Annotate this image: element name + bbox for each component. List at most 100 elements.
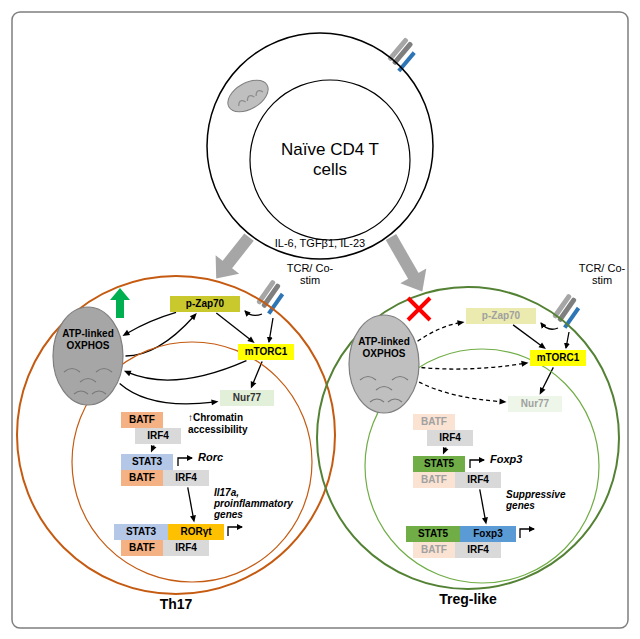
cell-label: Treg-like — [316, 591, 620, 607]
mitochondrion-shape — [52, 306, 124, 406]
protein-box: IRF4 — [427, 430, 473, 446]
signal-connector — [480, 489, 488, 524]
protein-box: BATF — [121, 412, 163, 428]
protein-name: IRF4 — [467, 474, 489, 486]
protein-name: STAT3 — [132, 456, 162, 468]
annotation-text: IL-6, TGFβ1, IL-23 — [275, 237, 366, 249]
protein-name: mTORC1 — [537, 352, 580, 364]
protein-box: STAT5 — [406, 526, 460, 542]
protein-name: BATF — [129, 542, 155, 554]
protein-name: IRF4 — [175, 472, 197, 484]
protein-name: p-Zap70 — [482, 310, 520, 322]
protein-box: mTORC1 — [530, 350, 586, 366]
protein-name: p-Zap70 — [186, 298, 224, 310]
protein-name: mTORC1 — [245, 346, 288, 358]
signal-connector — [124, 361, 247, 380]
protein-box: STAT3 — [114, 524, 168, 540]
annotation-text: TCR/ Co-stim — [578, 262, 626, 286]
protein-box: IRF4 — [455, 542, 501, 558]
protein-box: mTORC1 — [238, 344, 294, 360]
protein-name: Nur77 — [233, 392, 261, 404]
gene-start-arrow — [470, 460, 484, 468]
protein-name: Nur77 — [521, 398, 549, 410]
annotation-text: Suppressive genes — [506, 489, 586, 511]
protein-box: STAT3 — [121, 454, 173, 470]
protein-name: IRF4 — [439, 432, 461, 444]
protein-box: BATF — [413, 542, 455, 558]
gene-start-arrow — [228, 527, 242, 536]
protein-name: BATF — [421, 474, 447, 486]
signal-arrow — [269, 318, 273, 342]
signal-connector — [418, 320, 465, 341]
signal-connector — [443, 447, 449, 455]
protein-box: IRF4 — [455, 472, 501, 488]
figure-frame — [12, 12, 628, 628]
protein-box: BATF — [413, 414, 455, 430]
annotation-text: ↑Chromatin accessibility — [188, 412, 283, 436]
cell-label: Naïve CD4 T cells — [268, 140, 392, 180]
signal-connector — [419, 382, 506, 404]
signal-connector — [421, 361, 528, 369]
signal-connector — [188, 487, 196, 522]
gene-start-arrow — [520, 529, 534, 538]
cell-circle: Naïve CD4 T cells — [206, 32, 434, 260]
annotation-text: Il17a, proinflammatory genes — [214, 487, 298, 520]
protein-box: IRF4 — [163, 470, 209, 486]
protein-box: STAT5 — [413, 456, 465, 472]
protein-name: STAT3 — [126, 526, 156, 538]
mitochondrion: ATP-linked OXPHOS — [348, 314, 420, 414]
protein-name: BATF — [129, 472, 155, 484]
signal-arrow — [541, 323, 558, 329]
cell-label: Th17 — [16, 596, 336, 612]
signal-connector — [513, 325, 546, 349]
gene-start-arrow — [178, 458, 192, 466]
nucleus-outline — [250, 80, 410, 240]
mitochondrion: ATP-linked OXPHOS — [52, 306, 124, 406]
protein-box: Nur77 — [220, 390, 274, 406]
protein-name: IRF4 — [175, 542, 197, 554]
signal-connector — [251, 361, 262, 388]
signal-connector — [216, 313, 254, 343]
mitochondrion-label: ATP-linked OXPHOS — [348, 336, 420, 360]
annotation-text: TCR/ Co-stim — [286, 262, 334, 286]
signal-connector — [123, 312, 177, 336]
signal-connector — [126, 313, 197, 356]
protein-name: IRF4 — [467, 544, 489, 556]
annotation-text: Rorc — [198, 452, 223, 463]
signal-connector — [151, 445, 157, 453]
protein-name: IRF4 — [147, 430, 169, 442]
protein-box: p-Zap70 — [466, 308, 536, 324]
mitochondrion-shape — [348, 314, 420, 414]
protein-box: Nur77 — [508, 396, 562, 412]
protein-name: RORγt — [180, 526, 211, 538]
signal-connector — [120, 384, 219, 406]
protein-box: BATF — [121, 470, 163, 486]
signal-arrow — [566, 332, 569, 348]
tcr-receptor — [386, 37, 420, 72]
protein-name: STAT5 — [424, 458, 454, 470]
mitochondrion-label: ATP-linked OXPHOS — [52, 328, 124, 352]
block-cross — [408, 298, 430, 320]
protein-box: p-Zap70 — [170, 296, 240, 312]
signal-arrow — [245, 311, 262, 315]
protein-name: Foxp3 — [473, 528, 502, 540]
differentiation-arrow — [216, 237, 249, 278]
protein-box: BATF — [121, 540, 163, 556]
protein-name: BATF — [421, 544, 447, 556]
cell-circle: Treg-likeATP-linked OXPHOSp-Zap70mTORC1N… — [316, 286, 620, 590]
protein-box: IRF4 — [135, 428, 181, 444]
protein-name: BATF — [129, 414, 155, 426]
protein-box: Foxp3 — [460, 526, 516, 542]
protein-name: BATF — [421, 416, 447, 428]
protein-box: IRF4 — [163, 540, 209, 556]
protein-name: STAT5 — [418, 528, 448, 540]
cell-circle: Th17ATP-linked OXPHOSp-Zap70mTORC1Nur77B… — [16, 275, 336, 595]
tcr-receptor — [255, 279, 288, 314]
increase-arrow — [110, 288, 130, 318]
protein-box: BATF — [413, 472, 455, 488]
differentiation-arrow — [391, 237, 426, 291]
annotation-text: Foxp3 — [490, 454, 522, 465]
protein-box: RORγt — [168, 524, 224, 540]
